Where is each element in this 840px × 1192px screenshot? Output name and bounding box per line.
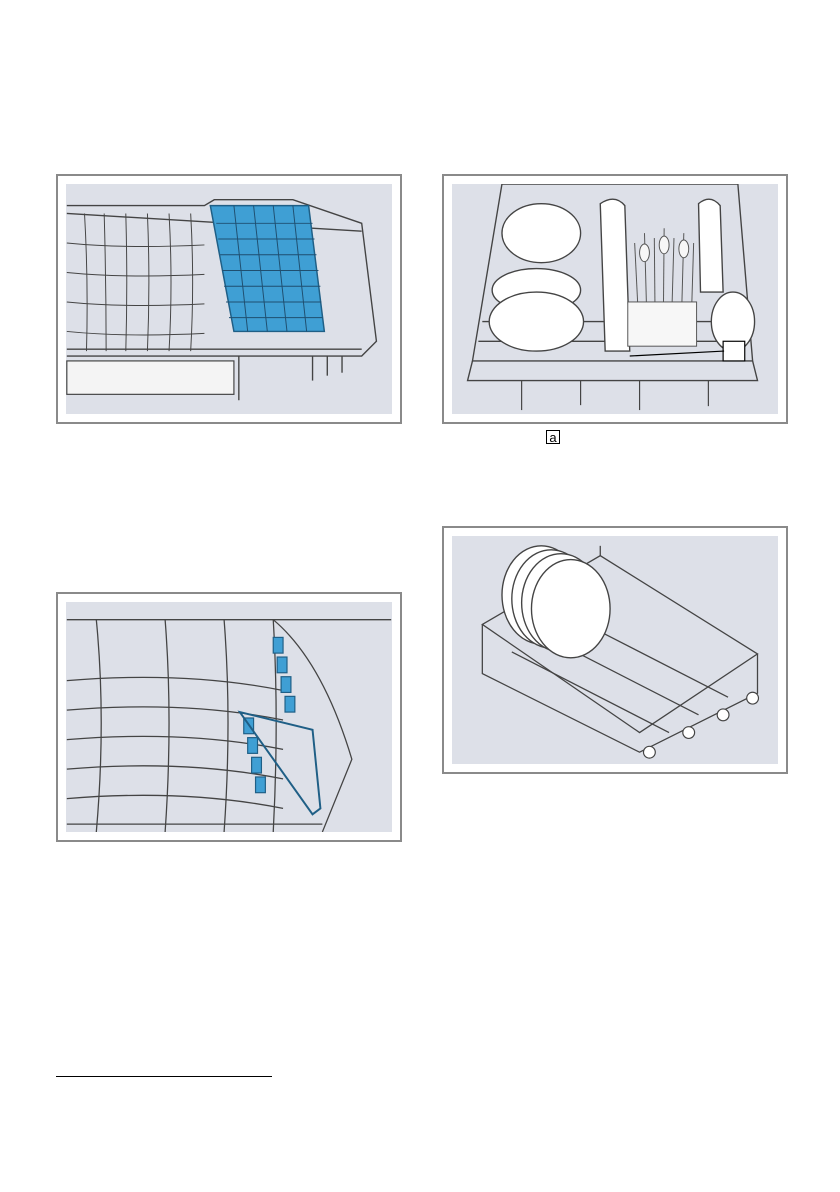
- figure-cutlery-tray: [56, 174, 402, 424]
- figure-panel: [66, 184, 392, 414]
- rack-clips-illustration: [66, 602, 392, 832]
- callout-label-a: a: [546, 430, 560, 444]
- loaded-basket-illustration: [452, 184, 778, 414]
- lower-basket-illustration: [452, 536, 778, 764]
- figure-loaded-basket: [442, 174, 788, 424]
- figure-panel: [452, 184, 778, 414]
- cutlery-tray-highlight: [210, 206, 324, 332]
- footnote-rule: [56, 1076, 272, 1077]
- cutlery-tray-illustration: [66, 184, 392, 414]
- figure-rack-clips: [56, 592, 402, 842]
- clip-highlight: [240, 637, 321, 814]
- figure-lower-basket: [442, 526, 788, 774]
- figure-panel: [452, 536, 778, 764]
- plates: [502, 546, 610, 658]
- callout-marker: [723, 341, 745, 361]
- figure-panel: [66, 602, 392, 832]
